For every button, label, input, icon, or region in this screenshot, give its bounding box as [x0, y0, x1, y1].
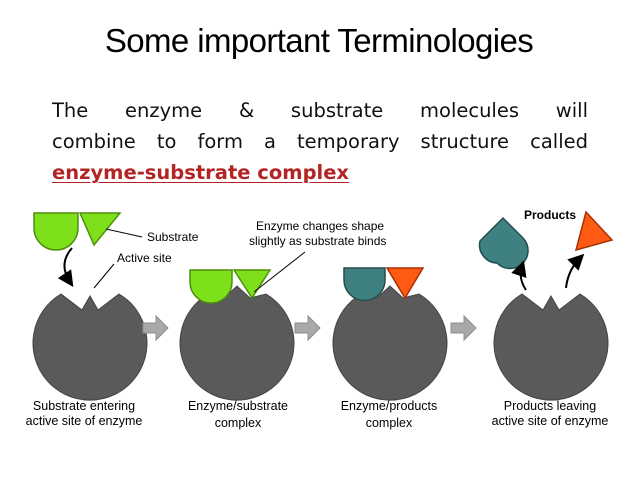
stage-3-caption-line-2: complex — [366, 416, 413, 430]
stage-4-caption-line-1: Products leaving — [504, 399, 596, 413]
slide-title: Some important Terminologies — [104, 22, 534, 59]
stage-4-caption-line-2: active site of enzyme — [492, 414, 609, 428]
stage-2-caption-line-1: Enzyme/substrate — [188, 399, 288, 413]
substrate-shapes — [33, 212, 122, 251]
products-label: Products — [524, 208, 576, 222]
substrate-pointer-line — [105, 228, 143, 238]
stage-1-caption-line-1: Substrate entering — [33, 399, 135, 413]
bound-product-shapes — [343, 267, 425, 302]
shape-change-pointer-line — [253, 251, 306, 293]
shape-change-label-1: Enzyme changes shape — [256, 219, 384, 233]
product-release-arrow-left — [511, 260, 527, 291]
stage-3-caption-line-1: Enzyme/products — [341, 399, 438, 413]
process-arrow-1 — [142, 314, 169, 342]
process-arrow-3 — [450, 314, 477, 342]
released-product-shapes — [478, 210, 614, 270]
stage-2-caption-line-2: complex — [215, 416, 262, 430]
slide-body-text: The enzyme & substrate molecules will co… — [52, 95, 588, 188]
enzyme-stage-1 — [32, 293, 148, 401]
bound-substrate-shapes — [189, 269, 272, 304]
stage-1-caption-line-2: active site of enzyme — [26, 414, 143, 428]
enzyme-stage-2 — [179, 285, 295, 401]
enzyme-stage-3 — [332, 285, 448, 401]
active-site-pointer-line — [93, 263, 115, 289]
enzyme-stage-4 — [493, 293, 609, 401]
body-line-1: The enzyme & substrate molecules will — [52, 99, 588, 122]
highlight-term: enzyme-substrate complex — [52, 161, 350, 184]
active-site-label: Active site — [117, 251, 172, 265]
process-arrow-2 — [294, 314, 321, 342]
enzyme-substrate-diagram: Substrate Active site Enzyme changes sha… — [26, 208, 614, 430]
body-line-2: combine to form a temporary structure ca… — [52, 130, 588, 153]
substrate-label: Substrate — [147, 230, 199, 244]
product-release-arrow-right — [565, 253, 585, 289]
substrate-entry-arrow — [57, 247, 74, 287]
shape-change-label-2: slightly as substrate binds — [249, 234, 386, 248]
